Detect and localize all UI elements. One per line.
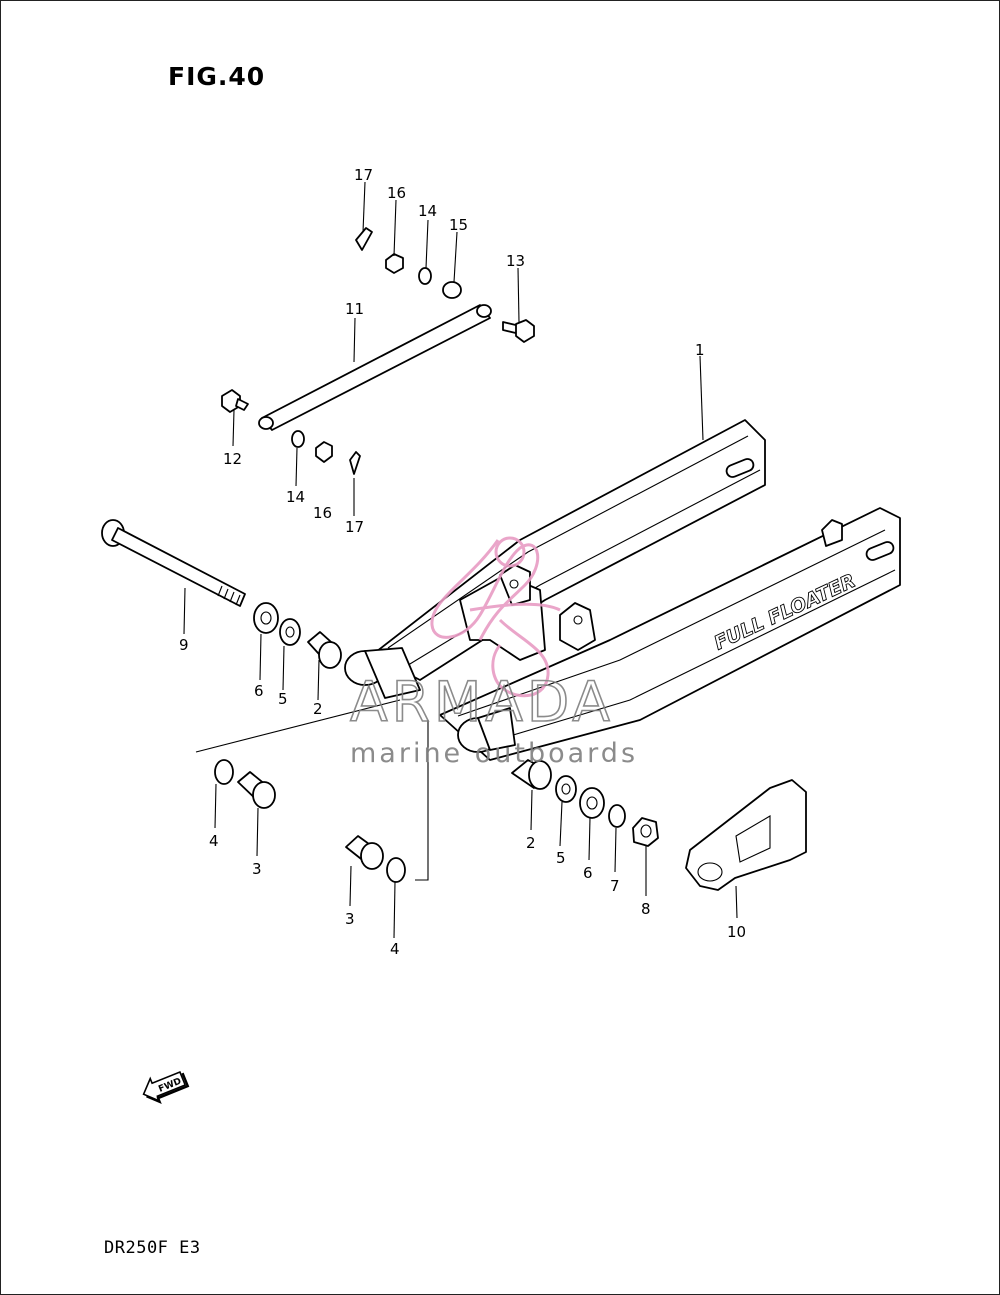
callout-6: 6 <box>254 682 264 700</box>
model-code: DR250F E3 <box>104 1238 201 1258</box>
callout-2: 2 <box>313 700 323 718</box>
callout-4: 4 <box>390 940 400 958</box>
callout-16: 16 <box>387 184 406 202</box>
callout-2: 2 <box>526 834 536 852</box>
callout-14: 14 <box>418 202 437 220</box>
callout-12: 12 <box>223 450 242 468</box>
callout-13: 13 <box>506 252 525 270</box>
callout-9: 9 <box>179 636 189 654</box>
callout-10: 10 <box>727 923 746 941</box>
watermark-tagline: marine outboards <box>350 738 638 769</box>
callout-17: 17 <box>345 518 364 536</box>
callout-17: 17 <box>354 166 373 184</box>
callout-7: 7 <box>610 877 620 895</box>
callout-16: 16 <box>313 504 332 522</box>
watermark: ARMADA marine outboards <box>349 536 638 769</box>
callout-1: 1 <box>695 341 705 359</box>
forward-arrow-icon: FWD <box>142 1070 190 1105</box>
callout-3: 3 <box>345 910 355 928</box>
callout-15: 15 <box>449 216 468 234</box>
callout-8: 8 <box>641 900 651 918</box>
hardware-parts <box>214 227 659 883</box>
callout-11: 11 <box>345 300 364 318</box>
callout-5: 5 <box>278 690 288 708</box>
chain-buffer-part-10 <box>685 779 807 891</box>
callout-leader-lines <box>183 181 738 939</box>
armada-logo-icon <box>430 536 561 698</box>
pivot-shaft-part-9 <box>101 519 246 607</box>
callout-4: 4 <box>209 832 219 850</box>
callout-14: 14 <box>286 488 305 506</box>
assembly-guide-lines <box>195 699 429 881</box>
callout-5: 5 <box>556 849 566 867</box>
callout-6: 6 <box>583 864 593 882</box>
part-number-callouts: 1 17 16 14 15 13 11 12 14 16 17 9 6 5 2 … <box>179 166 746 958</box>
swingarm-part-1: FULL FLOATER <box>344 419 901 761</box>
figure-title: FIG.40 <box>168 62 266 91</box>
callout-3: 3 <box>252 860 262 878</box>
watermark-name: ARMADA <box>350 670 614 734</box>
torque-rod-part-11 <box>258 304 492 431</box>
